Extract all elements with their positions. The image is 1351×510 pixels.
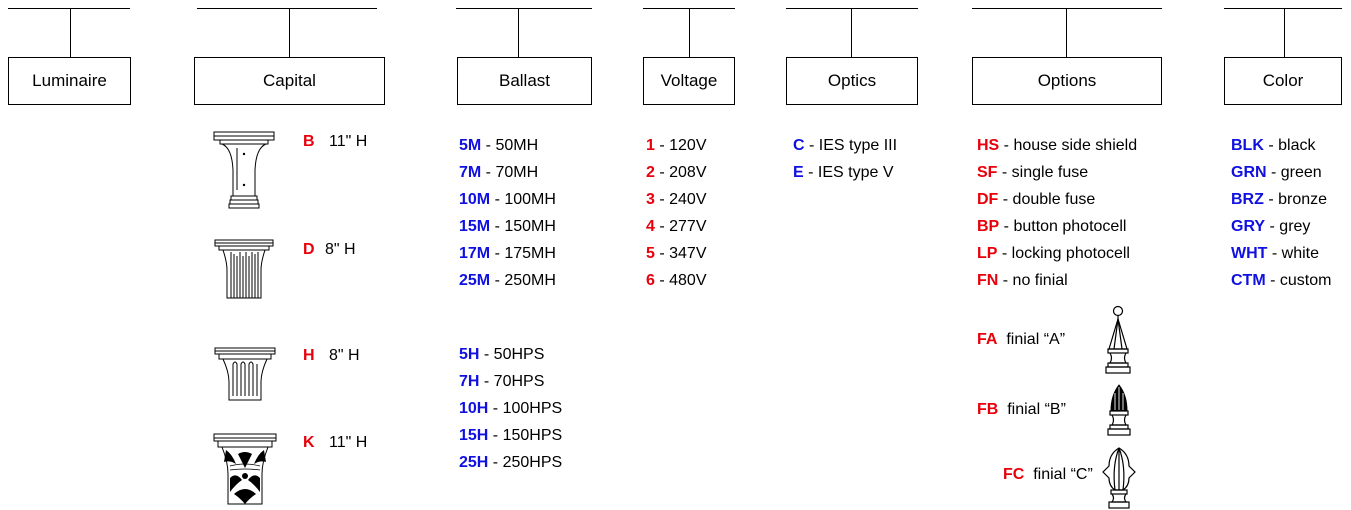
header-color: Color [1224, 57, 1342, 105]
list-item: 25H - 250HPS [459, 454, 563, 471]
list-item: 3 - 240V [646, 191, 707, 208]
capital-d-drawing [214, 239, 274, 299]
list-item: 1 - 120V [646, 137, 707, 154]
list-item: 15H - 150HPS [459, 427, 563, 444]
list-item: CTM - custom [1231, 272, 1332, 289]
finial-b-label: FB finial “B” [977, 401, 1066, 418]
capital-code-b: B [303, 133, 315, 150]
list-item: FN - no finial [977, 272, 1068, 289]
capital-k-drawing [213, 433, 277, 505]
capital-b-drawing [213, 131, 275, 209]
header-stem-options [1066, 8, 1067, 57]
list-item: WHT - white [1231, 245, 1320, 262]
list-item: C - IES type III [793, 137, 898, 154]
list-item: HS - house side shield [977, 137, 1138, 154]
list-item: 4 - 277V [646, 218, 707, 235]
header-options: Options [972, 57, 1162, 105]
list-item: 5 - 347V [646, 245, 707, 262]
list-item: E - IES type V [793, 164, 894, 181]
finial-b-icon [1107, 384, 1131, 436]
capital-height-b: 11" H [329, 133, 368, 150]
list-item: 25M - 250MH [459, 272, 556, 289]
header-line-color [1224, 8, 1342, 9]
capital-h-drawing [214, 347, 276, 401]
header-line-optics [786, 8, 918, 9]
list-item: BLK - black [1231, 137, 1316, 154]
finial-c-icon [1102, 447, 1136, 509]
header-voltage: Voltage [643, 57, 735, 105]
list-item: BP - button photocell [977, 218, 1127, 235]
list-item: BRZ - bronze [1231, 191, 1328, 208]
capital-height-k: 11" H [329, 434, 368, 451]
header-optics: Optics [786, 57, 918, 105]
header-stem-voltage [689, 8, 690, 57]
capital-code-d: D [303, 241, 315, 258]
list-item: 2 - 208V [646, 164, 707, 181]
capital-height-d: 8" H [325, 241, 356, 258]
capital-code-k: K [303, 434, 315, 451]
finial-a-icon [1105, 305, 1131, 374]
capital-height-h: 8" H [329, 347, 360, 364]
header-line-luminaire [8, 8, 130, 9]
header-line-options [972, 8, 1162, 9]
list-item: 10H - 100HPS [459, 400, 563, 417]
list-item: 15M - 150MH [459, 218, 556, 235]
list-item: 5H - 50HPS [459, 346, 545, 363]
list-item: 10M - 100MH [459, 191, 556, 208]
list-item: GRN - green [1231, 164, 1322, 181]
list-item: LP - locking photocell [977, 245, 1130, 262]
header-luminaire: Luminaire [8, 57, 131, 105]
header-stem-capital [289, 8, 290, 57]
finial-c-label: FC finial “C” [1003, 466, 1093, 483]
list-item: 7M - 70MH [459, 164, 539, 181]
list-item: 6 - 480V [646, 272, 707, 289]
header-ballast: Ballast [457, 57, 592, 105]
list-item: 7H - 70HPS [459, 373, 545, 390]
list-item: GRY - grey [1231, 218, 1311, 235]
list-item: DF - double fuse [977, 191, 1096, 208]
list-item: 17M - 175MH [459, 245, 556, 262]
header-stem-color [1284, 8, 1285, 57]
finial-a-label: FA finial “A” [977, 331, 1066, 348]
header-line-ballast [456, 8, 592, 9]
capital-code-h: H [303, 347, 315, 364]
header-stem-ballast [518, 8, 519, 57]
list-item: 5M - 50MH [459, 137, 539, 154]
header-stem-optics [851, 8, 852, 57]
header-stem-luminaire [70, 8, 71, 57]
header-line-capital [197, 8, 377, 9]
header-capital: Capital [194, 57, 385, 105]
list-item: SF - single fuse [977, 164, 1089, 181]
